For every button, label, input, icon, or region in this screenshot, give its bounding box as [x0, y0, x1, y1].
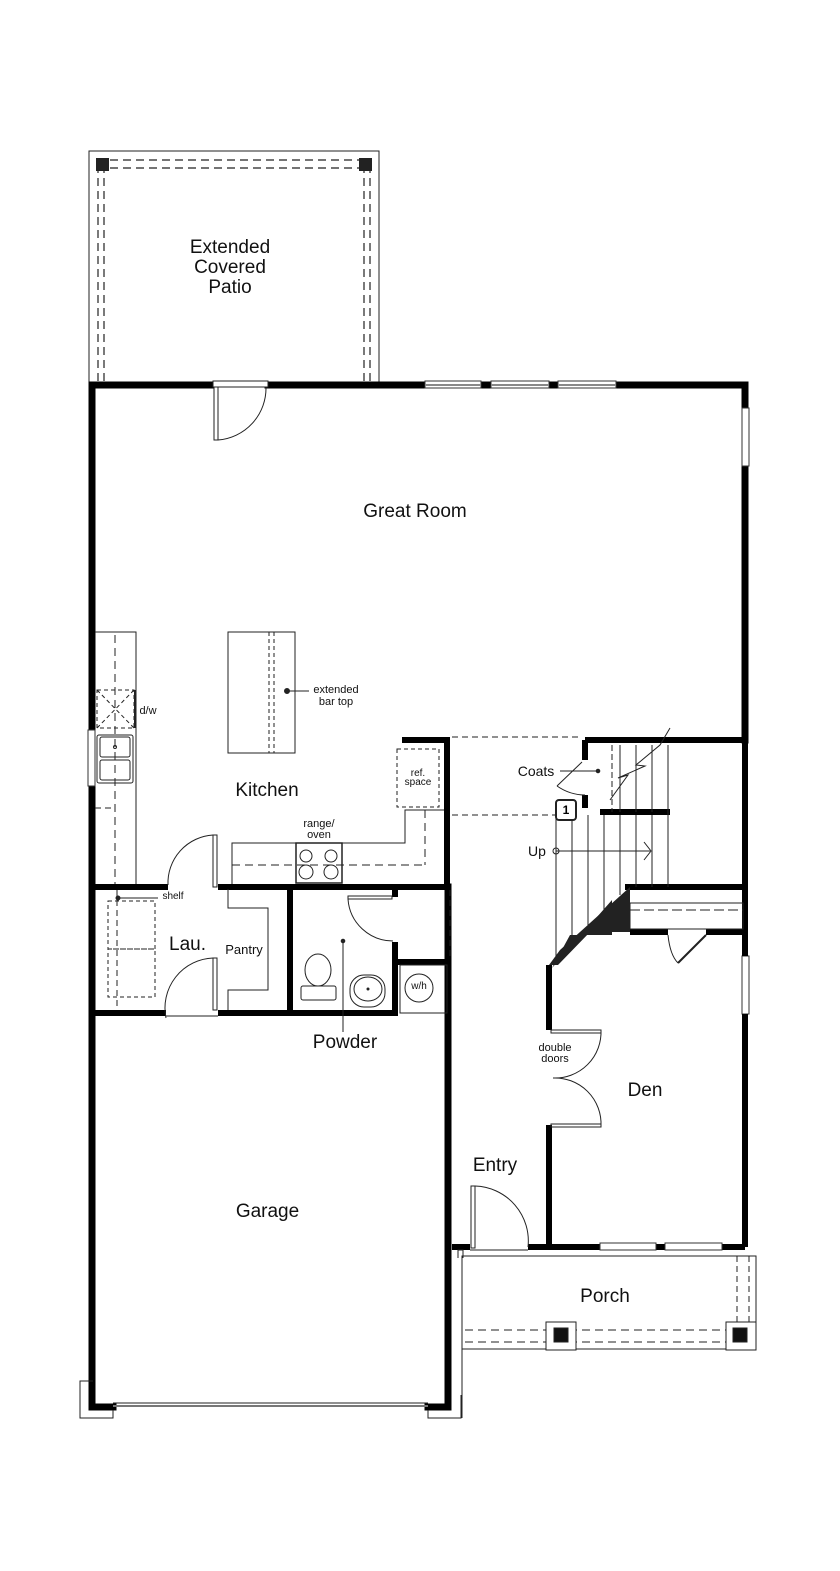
rear-door: [212, 380, 269, 441]
bar-top-label-2: bar top: [318, 696, 354, 708]
range-oven-label-1: range/: [303, 818, 335, 830]
stair-marker-badge: 1: [555, 799, 577, 821]
coats-closet-door: [452, 736, 601, 816]
stairs-up-label: Up: [528, 843, 546, 859]
room-label-entry: Entry: [472, 1155, 518, 1176]
double-doors-label-1: double: [538, 1042, 572, 1054]
room-label-patio: Extended Covered Patio: [189, 237, 271, 298]
dishwasher-label: d/w: [139, 705, 157, 717]
kitchen-counters: [95, 631, 445, 885]
den-doors: [550, 902, 744, 1128]
windows: [87, 380, 750, 1015]
ref-space-label-1: ref.: [410, 768, 426, 779]
den-windows: [599, 1242, 723, 1251]
front-door: [470, 1185, 529, 1251]
room-label-powder: Powder: [312, 1032, 378, 1053]
closet-label-coats: Coats: [517, 763, 555, 779]
porch-structure: [457, 1249, 757, 1418]
bar-top-label-1: extended: [313, 684, 359, 696]
exterior-walls: [88, 381, 749, 1411]
room-label-pantry: Pantry: [225, 942, 263, 957]
shelf-label: shelf: [162, 891, 184, 902]
interior-walls: [92, 737, 748, 1250]
room-label-great-room: Great Room: [363, 501, 467, 522]
room-label-den: Den: [627, 1080, 663, 1101]
water-heater-label: w/h: [411, 981, 427, 992]
patio-column-left: [96, 158, 109, 171]
utility-fixtures: [107, 834, 451, 1032]
staircase: [552, 727, 671, 957]
room-label-laundry: Lau.: [169, 934, 206, 955]
room-label-porch: Porch: [580, 1286, 630, 1307]
room-label-kitchen: Kitchen: [235, 780, 299, 801]
garage-door: [79, 1380, 462, 1419]
range-oven-label-2: oven: [307, 829, 331, 841]
room-label-garage: Garage: [235, 1201, 300, 1222]
patio-column-right: [359, 158, 372, 171]
double-doors-label-2: doors: [541, 1053, 569, 1065]
ref-space-label-2: space: [404, 777, 432, 788]
